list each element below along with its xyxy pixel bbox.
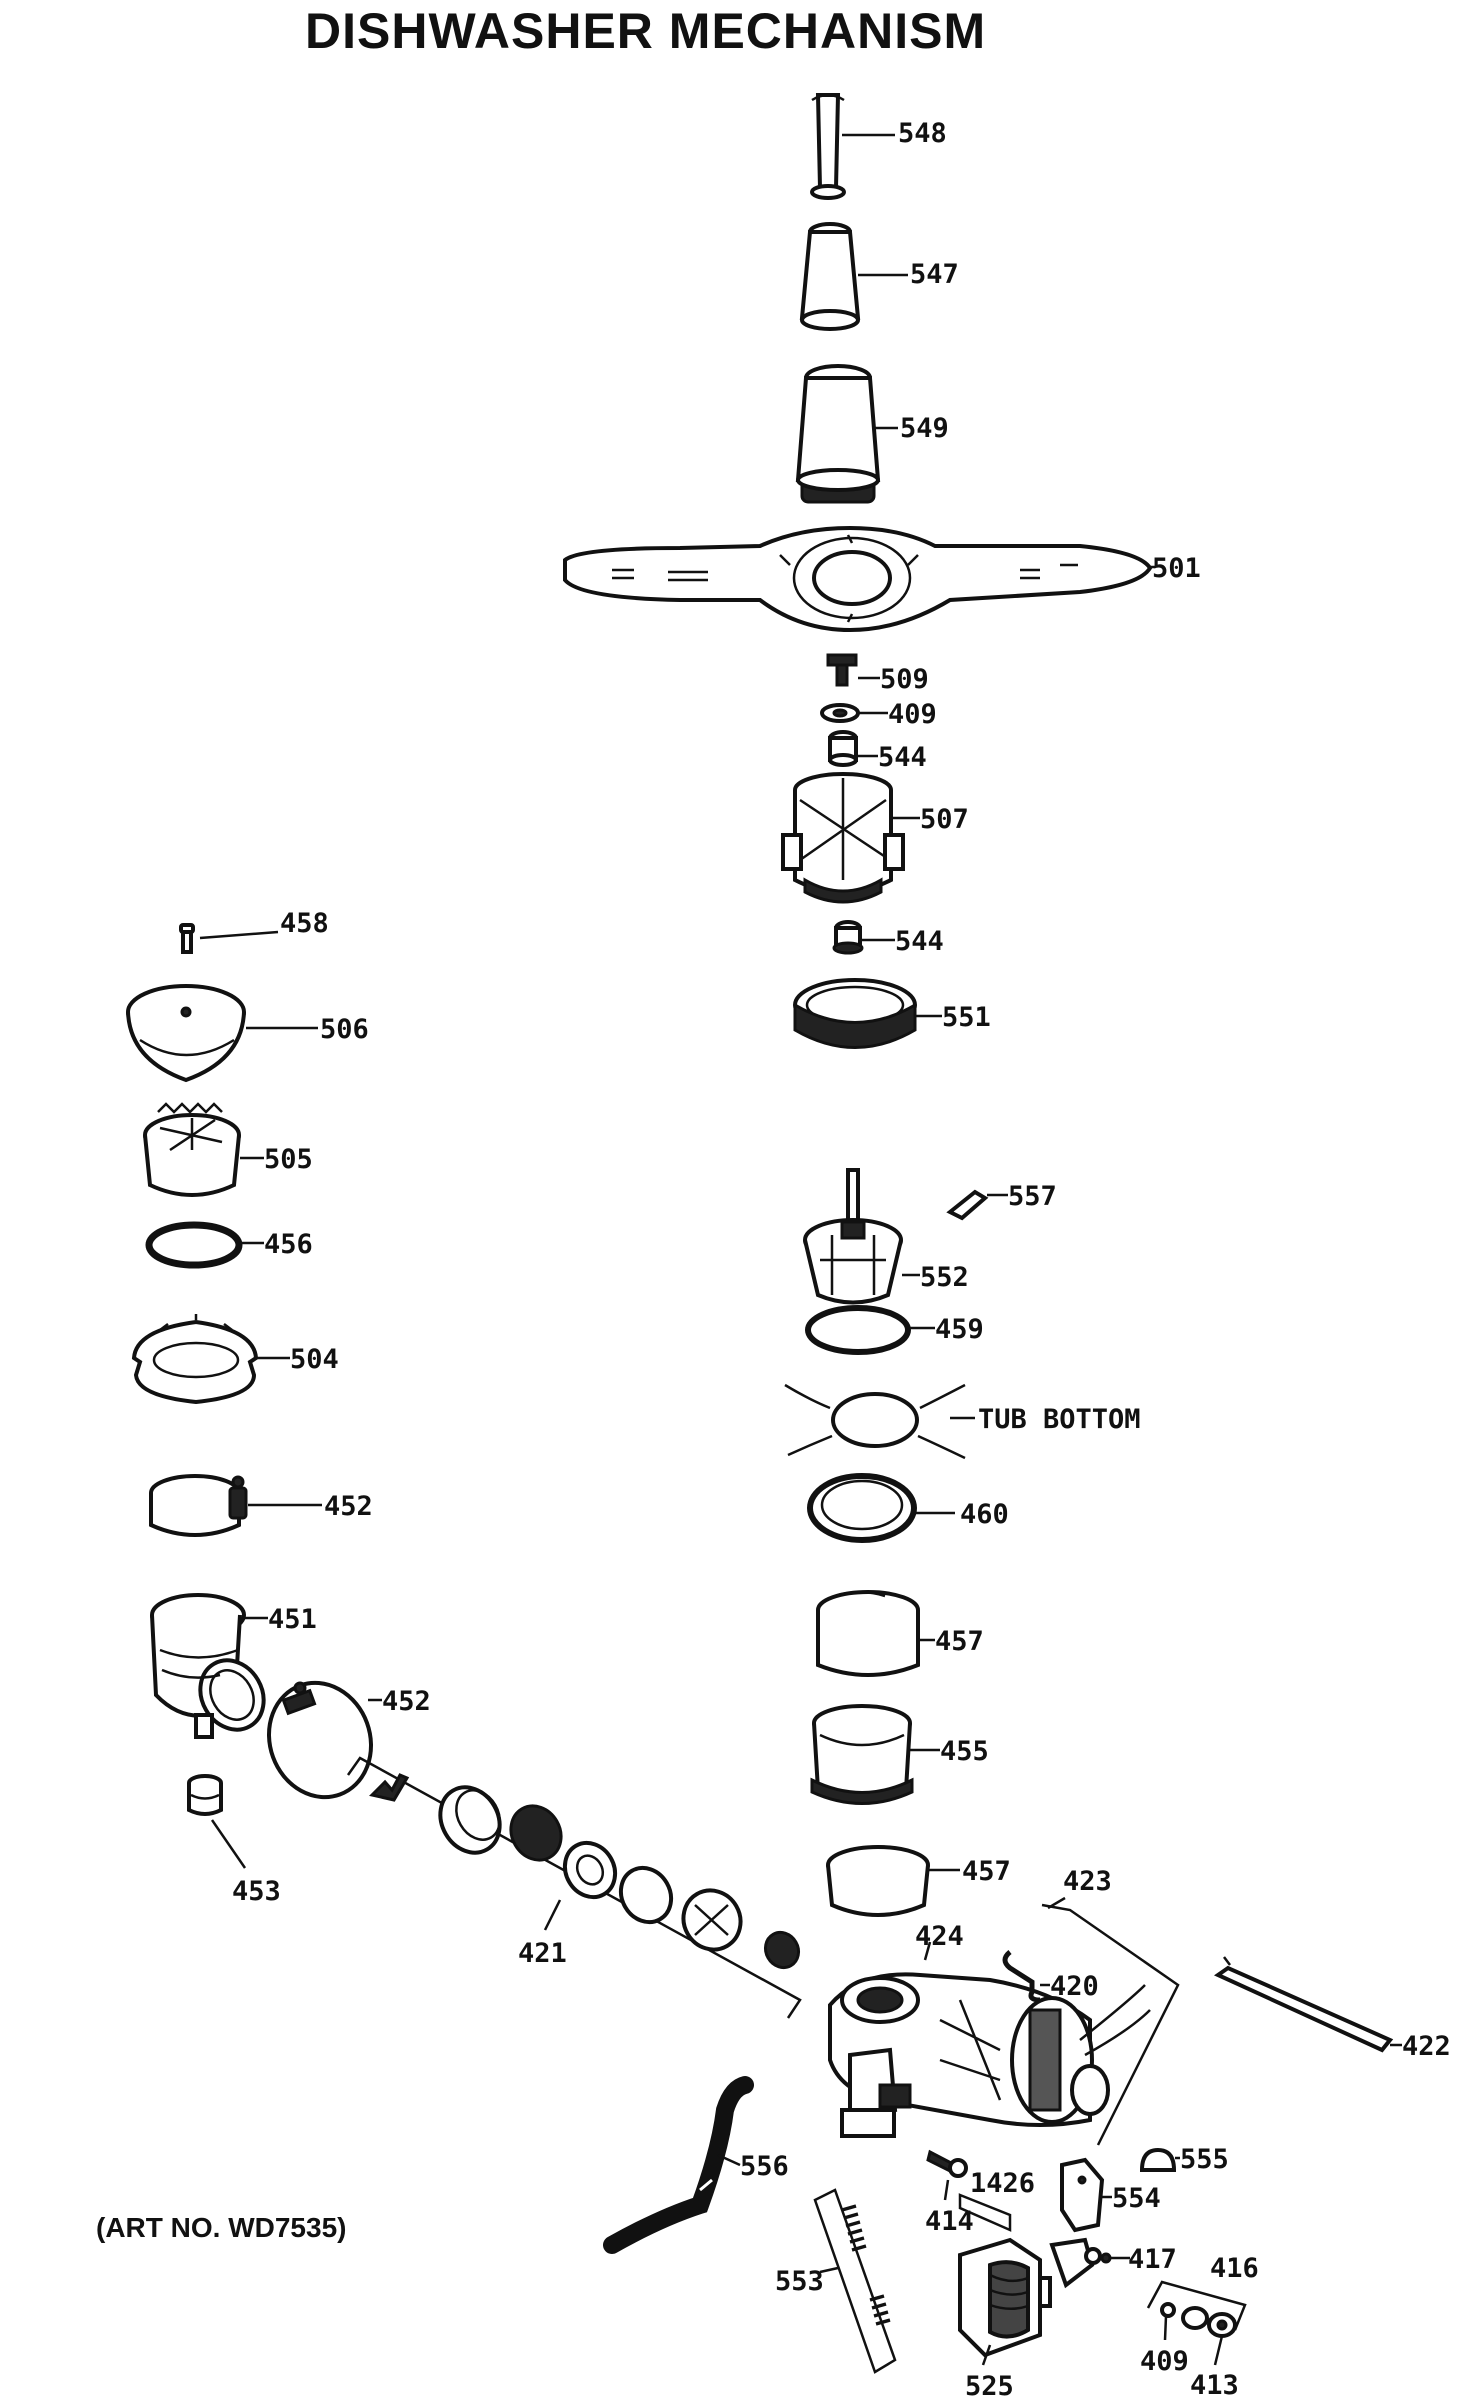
label-554: 554 — [1112, 2183, 1161, 2214]
label-459: 459 — [935, 1314, 984, 1345]
part-414-screw-icon — [926, 2149, 968, 2178]
part-457-lower-clamp-icon — [826, 1845, 930, 1917]
label-452-lower: 452 — [382, 1686, 431, 1717]
part-553-springs-icon — [813, 2188, 897, 2374]
part-458-screw-icon — [179, 923, 195, 954]
part-501-spray-arm-icon — [563, 525, 1153, 633]
label-1426: 1426 — [970, 2168, 1035, 2199]
label-509: 509 — [880, 664, 929, 695]
label-504: 504 — [290, 1344, 339, 1375]
tub-bottom-opening-icon — [784, 1383, 966, 1460]
label-455: 455 — [940, 1736, 989, 1767]
part-554-bracket-icon — [1060, 2157, 1105, 2233]
part-452-clamp-icon — [149, 1474, 248, 1537]
label-452-top: 452 — [324, 1491, 373, 1522]
part-421-impeller-kit-icon — [346, 1756, 802, 2019]
label-417: 417 — [1128, 2244, 1177, 2275]
part-556-hose-icon — [603, 2076, 754, 2254]
diagram-title: DISHWASHER MECHANISM — [305, 3, 987, 59]
part-423-motor-pump-assembly-icon — [828, 1903, 1180, 2146]
part-420-hose-clip-icon — [1002, 1950, 1041, 2003]
part-459-gasket-icon — [805, 1305, 911, 1355]
label-552: 552 — [920, 1262, 969, 1293]
part-455-strainer-icon — [810, 1704, 914, 1805]
part-417-valve-fitting-icon — [1049, 2237, 1112, 2289]
art-number: (ART NO. WD7535) — [96, 2212, 347, 2243]
label-547: 547 — [910, 259, 959, 290]
label-tub-bottom: TUB BOTTOM — [978, 1404, 1141, 1435]
label-416: 416 — [1210, 2253, 1259, 2284]
part-544-lower-bushing-icon — [832, 920, 864, 955]
part-416-screw-set-icon — [1146, 2280, 1247, 2338]
part-457-clamp-icon — [816, 1590, 920, 1677]
part-525-solenoid-icon — [958, 2237, 1052, 2358]
label-544-lower: 544 — [895, 926, 944, 957]
label-460: 460 — [960, 1499, 1009, 1530]
part-453-plug-icon — [187, 1774, 223, 1816]
label-544-top: 544 — [878, 742, 927, 773]
part-507-hub-icon — [781, 772, 905, 904]
label-507: 507 — [920, 804, 969, 835]
label-409-top: 409 — [888, 699, 937, 730]
label-424: 424 — [915, 1921, 964, 1952]
label-451: 451 — [268, 1604, 317, 1635]
label-458: 458 — [280, 908, 329, 939]
part-557-clip-icon — [946, 1189, 989, 1221]
label-551: 551 — [942, 1002, 991, 1033]
label-420: 420 — [1050, 1971, 1099, 2002]
part-548-tube-icon — [810, 93, 846, 200]
label-413: 413 — [1190, 2370, 1239, 2400]
part-552-pump-body-icon — [803, 1168, 903, 1305]
label-457-lower: 457 — [962, 1856, 1011, 1887]
label-555: 555 — [1180, 2144, 1229, 2175]
part-456-o-ring-icon — [145, 1221, 243, 1269]
label-456: 456 — [264, 1229, 313, 1260]
part-505-housing-icon — [143, 1102, 241, 1197]
label-549: 549 — [900, 413, 949, 444]
label-525: 525 — [965, 2371, 1014, 2400]
label-409-lower: 409 — [1140, 2346, 1189, 2377]
part-1426-wire-bracket-icon — [958, 2193, 1012, 2232]
label-453: 453 — [232, 1876, 281, 1907]
label-421: 421 — [518, 1938, 567, 1969]
label-457-top: 457 — [935, 1626, 984, 1657]
part-504-locking-ring-icon — [131, 1314, 259, 1405]
part-451-elbow-icon — [150, 1593, 266, 1739]
label-557: 557 — [1008, 1181, 1057, 1212]
part-409-washer-icon — [820, 703, 860, 723]
part-549-spray-tower-icon — [795, 364, 881, 504]
label-423: 423 — [1063, 1866, 1112, 1897]
label-553: 553 — [775, 2266, 824, 2297]
label-506: 506 — [320, 1014, 369, 1045]
label-548: 548 — [898, 118, 947, 149]
part-547-nozzle-icon — [799, 222, 861, 331]
label-505: 505 — [264, 1144, 313, 1175]
label-501: 501 — [1152, 553, 1201, 584]
part-460-gasket-icon — [807, 1473, 917, 1543]
part-509-screw-icon — [826, 653, 858, 687]
part-551-ring-icon — [793, 978, 917, 1049]
part-422-rod-icon — [1213, 1956, 1394, 2053]
part-555-cap-icon — [1139, 2147, 1177, 2172]
part-452-lower-clamp-icon — [266, 1680, 374, 1800]
label-422: 422 — [1402, 2031, 1451, 2062]
label-556: 556 — [740, 2151, 789, 2182]
part-506-cap-icon — [126, 984, 246, 1083]
part-544-bushing-icon — [828, 730, 858, 767]
